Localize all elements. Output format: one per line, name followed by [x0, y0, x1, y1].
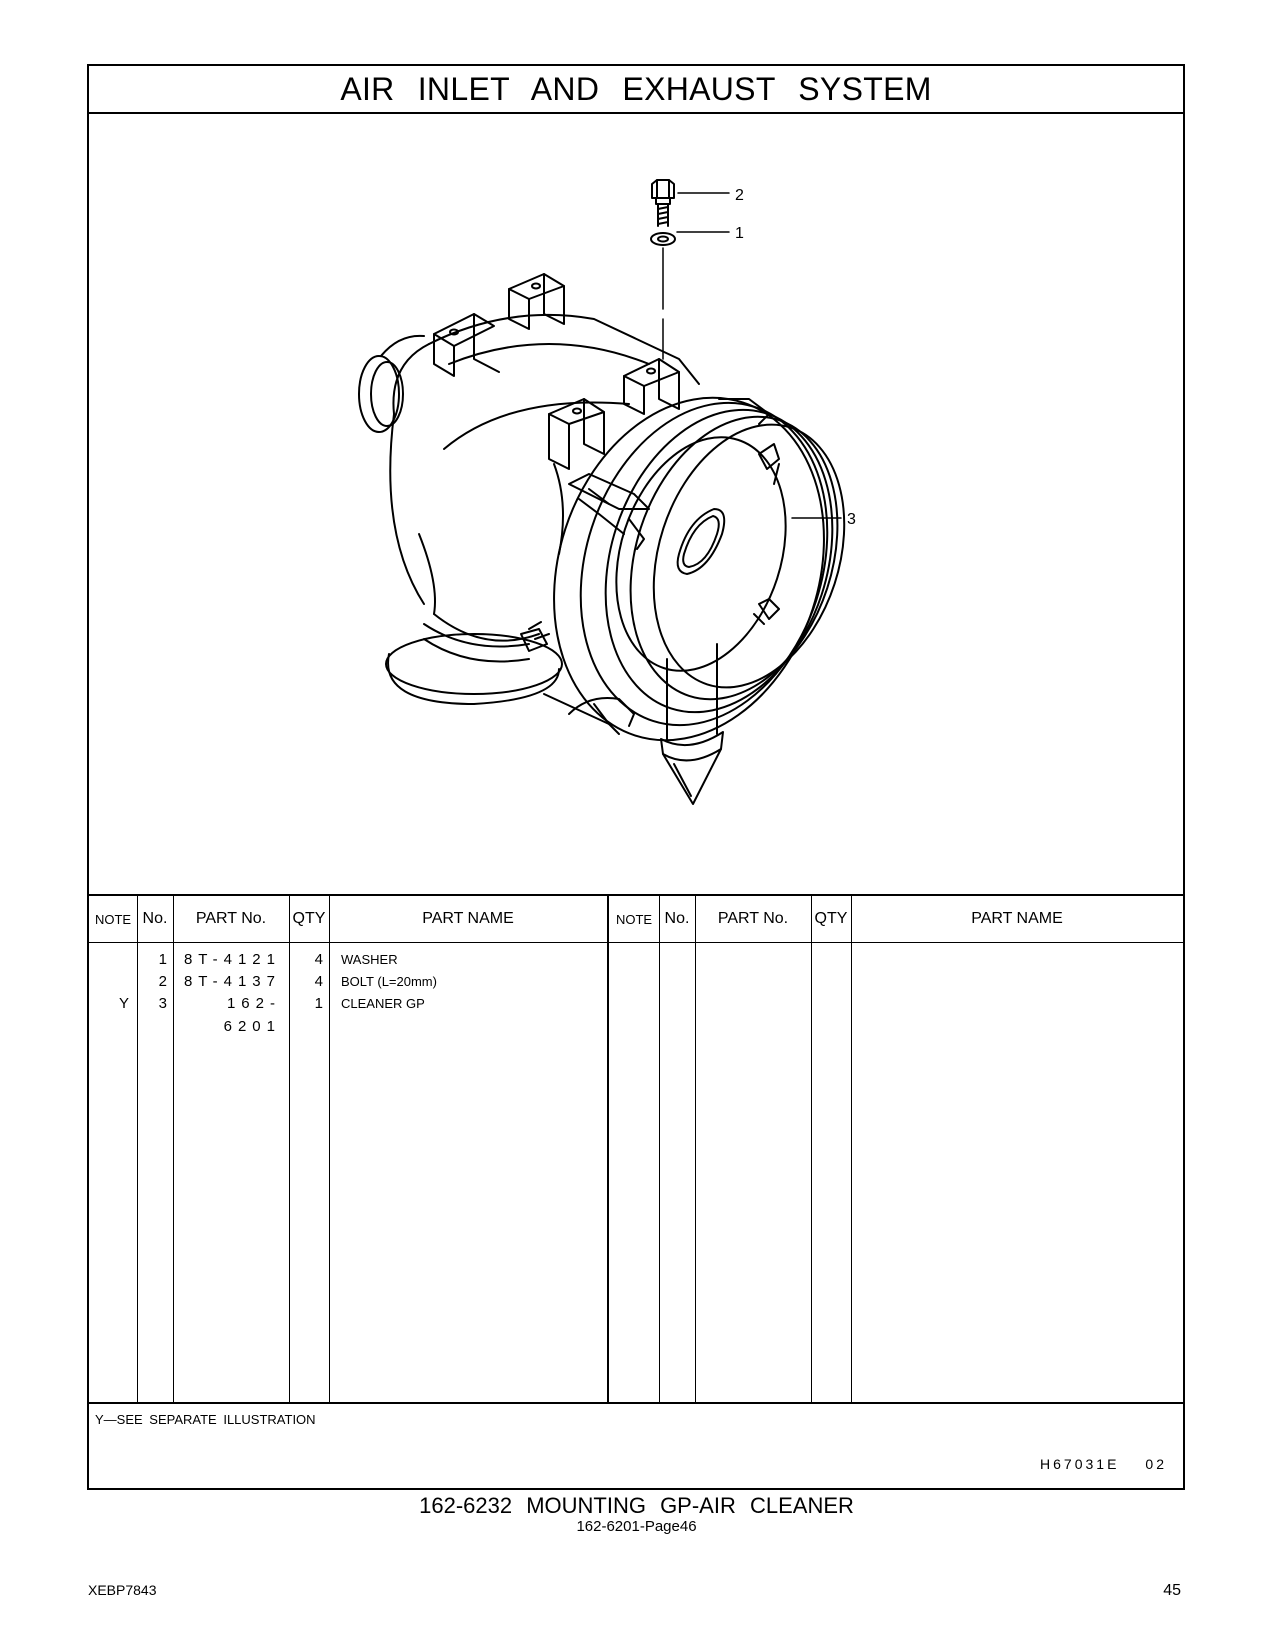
col-header-note-2: NOTE — [615, 911, 653, 927]
cleaner-housing — [543, 396, 846, 742]
col-header-part-no-2: PART No. — [717, 910, 789, 927]
row-qty: 1 — [314, 995, 323, 1012]
parts-sheet-frame: AIR INLET AND EXHAUST SYSTEM — [87, 64, 1185, 1490]
col-header-note: NOTE — [94, 911, 132, 927]
row-part-name: WASHER — [341, 952, 398, 967]
col-header-qty: QTY — [292, 910, 326, 927]
illustration-ref-code: H67031E 02 — [1040, 1456, 1167, 1472]
latch-clip — [568, 473, 650, 550]
latch-clip — [718, 398, 780, 485]
document-id: XEBP7843 — [88, 1582, 157, 1598]
latch-clip — [753, 598, 780, 625]
washer-part — [650, 231, 730, 360]
col-header-part-name: PART NAME — [422, 910, 514, 927]
row-qty: 4 — [314, 951, 323, 968]
row-part-no: 8T-4137 — [183, 973, 281, 990]
row-no: 3 — [158, 995, 167, 1012]
row-part-name: BOLT (L=20mm) — [341, 974, 437, 989]
row-no: 2 — [158, 973, 167, 990]
title-bar: AIR INLET AND EXHAUST SYSTEM — [89, 66, 1183, 114]
col-header-part-no: PART No. — [195, 910, 267, 927]
ref-code: H67031E — [1040, 1456, 1120, 1472]
callout-2: 2 — [735, 187, 744, 204]
col-header-no-2: No. — [664, 910, 690, 927]
row-part-name: CLEANER GP — [341, 996, 425, 1011]
mounting-bracket — [433, 313, 500, 377]
footnote: Y—SEE SEPARATE ILLUSTRATION — [95, 1412, 316, 1427]
table-row: Y 3 162-6201 1 CLEANER GP — [89, 992, 1183, 1035]
col-header-no: No. — [142, 910, 168, 927]
row-qty: 4 — [314, 973, 323, 990]
row-note — [89, 948, 133, 971]
row-note: Y — [118, 995, 129, 1012]
page-reference: 162-6201-Page46 — [576, 1518, 697, 1535]
row-part-no: 162-6201 — [223, 995, 281, 1035]
table-row: 1 8T-4121 4 WASHER — [89, 948, 1183, 971]
row-no: 1 — [158, 951, 167, 968]
col-header-part-name-2: PART NAME — [971, 910, 1063, 927]
bolt-part — [651, 179, 730, 227]
callout-1: 1 — [735, 225, 744, 242]
mounting-bracket — [548, 398, 605, 470]
page-number: 45 — [1163, 1582, 1181, 1599]
latch-clip — [568, 697, 635, 735]
mounting-bracket — [508, 273, 565, 330]
table-row: 2 8T-4137 4 BOLT (L=20mm) — [89, 970, 1183, 993]
mounting-bracket — [623, 358, 680, 415]
group-caption: 162-6232 MOUNTING GP-AIR CLEANER — [419, 1493, 854, 1518]
dust-ejector-valve — [660, 643, 724, 805]
parts-list-table: NOTE No. PART No. QTY PART NAME NOTE No.… — [89, 894, 1183, 1402]
col-header-qty-2: QTY — [814, 910, 848, 927]
ref-suffix: 02 — [1145, 1456, 1167, 1472]
row-note — [89, 970, 133, 993]
page-title: AIR INLET AND EXHAUST SYSTEM — [340, 70, 932, 107]
callout-3: 3 — [847, 511, 856, 528]
exploded-view-illustration: 2 1 3 — [89, 114, 1183, 894]
air-cleaner-drawing: 2 1 3 — [358, 179, 856, 805]
row-part-no: 8T-4121 — [183, 951, 281, 968]
